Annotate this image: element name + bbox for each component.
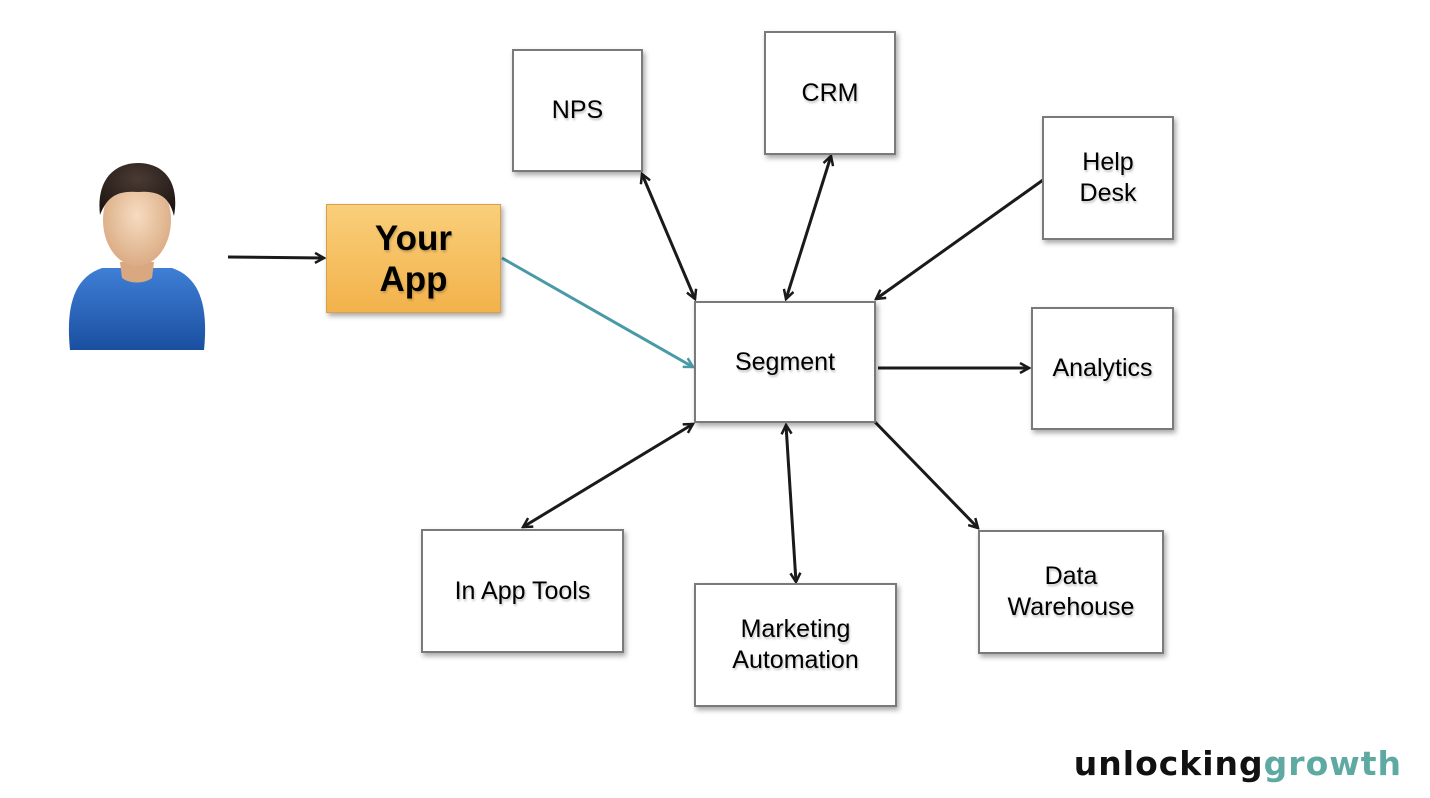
marketing-automation-label: Marketing Automation <box>732 615 859 674</box>
analytics-label: Analytics <box>1052 354 1153 382</box>
unlockinggrowth-logo: unlockinggrowth <box>1074 744 1402 784</box>
your-app-box: Your App <box>326 204 501 313</box>
arrow-nps-segment <box>642 174 695 299</box>
brand-part1: unlocking <box>1073 744 1264 783</box>
nps-box: NPS <box>512 49 643 172</box>
arrow-segment-marketing <box>786 425 796 582</box>
in-app-tools-label: In App Tools <box>454 576 591 605</box>
data-warehouse-box: Data Warehouse <box>978 530 1164 654</box>
in-app-tools-box: In App Tools <box>421 529 624 653</box>
segment-label: Segment <box>734 347 836 376</box>
arrow-segment-inapp <box>523 424 693 527</box>
arrow-segment-to-warehouse <box>873 420 978 528</box>
marketing-automation-box: Marketing Automation <box>694 583 897 707</box>
your-app-label: Your App <box>374 218 453 299</box>
data-warehouse-label: Data Warehouse <box>1007 562 1135 621</box>
analytics-box: Analytics <box>1031 307 1174 430</box>
arrow-app-to-segment <box>501 256 693 369</box>
help-desk-box: Help Desk <box>1042 116 1174 240</box>
arrow-crm-segment <box>786 156 831 299</box>
segment-box: Segment <box>694 301 876 423</box>
nps-label: NPS <box>551 96 604 124</box>
crm-label: CRM <box>801 78 859 107</box>
help-desk-label: Help Desk <box>1079 148 1137 207</box>
user-avatar-icon <box>68 163 206 350</box>
arrow-user-to-app <box>227 257 324 258</box>
crm-box: CRM <box>764 31 896 155</box>
brand-part2: growth <box>1263 744 1402 783</box>
arrow-helpdesk-to-segment <box>876 178 1044 299</box>
